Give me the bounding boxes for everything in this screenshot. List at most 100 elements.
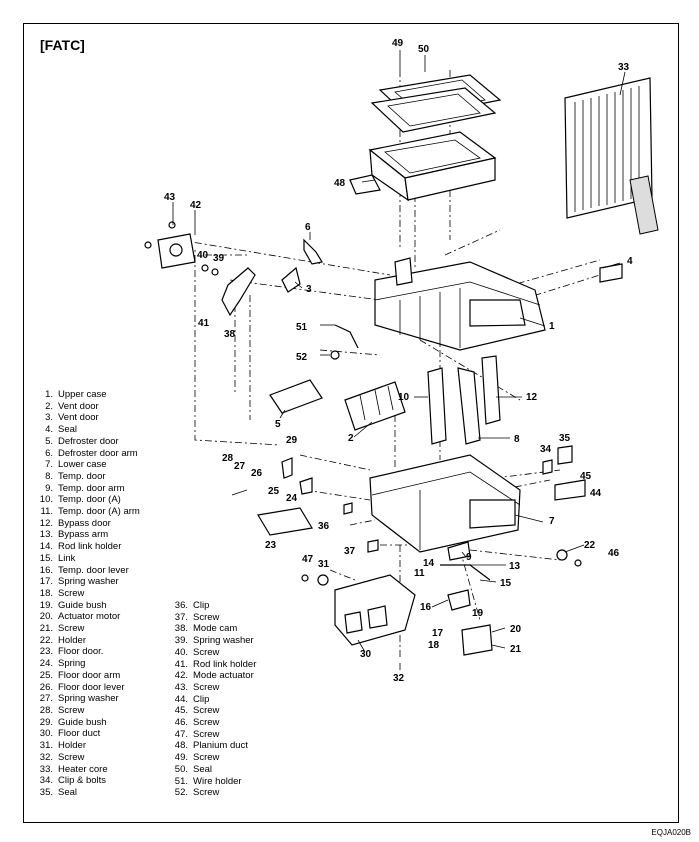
legend-item: 47.Screw [168, 729, 256, 741]
legend-number: 4. [45, 424, 53, 436]
legend-number: 9. [45, 482, 53, 494]
legend-label: Seal [58, 424, 78, 436]
legend-label: Rod link holder [193, 658, 257, 670]
legend-label: Planium duct [193, 740, 248, 752]
legend-number: 35. [39, 786, 53, 798]
legend-number: 30. [39, 728, 53, 740]
callout: 49 [392, 38, 404, 49]
legend-number: 48. [174, 740, 188, 752]
legend-number: 23. [39, 646, 53, 658]
legend-label: Heater core [58, 763, 108, 775]
legend-item: 26.Floor door lever [33, 682, 140, 694]
legend-label: Seal [193, 763, 213, 775]
legend-item: 3.Vent door [33, 412, 140, 424]
callout: 42 [190, 200, 202, 211]
legend-number: 14. [39, 541, 53, 553]
holder-31 [317, 574, 329, 586]
seal-35 [557, 445, 573, 465]
callout: 24 [286, 493, 298, 504]
legend-label: Seal [58, 786, 78, 798]
legend-label: Temp. door lever [58, 564, 129, 576]
clip-bolts [542, 459, 553, 475]
legend-item: 35. Seal [33, 787, 140, 799]
legend-item: 17.Spring washer [33, 576, 140, 588]
legend-number: 16. [39, 564, 53, 576]
legend-label: Temp. door [58, 470, 106, 482]
legend-item: 13.Bypass arm [33, 529, 140, 541]
legend-number: 12. [39, 517, 53, 529]
legend-label: Screw [193, 681, 220, 693]
callout: 16 [420, 602, 432, 613]
clip-36 [343, 502, 353, 515]
legend-item: 23.Floor door. [33, 646, 140, 658]
callout: 12 [526, 392, 538, 403]
defroster-door-arm [303, 238, 323, 265]
legend-item: 28.Screw [33, 705, 140, 717]
legend-item: 44.Clip [168, 694, 256, 706]
legend-item: 48. Planium duct [168, 740, 256, 752]
callout: 6 [305, 222, 311, 233]
legend-label: Vent door [58, 412, 99, 424]
actuator-motor [461, 624, 493, 656]
legend-label: Actuator motor [58, 611, 121, 623]
floor-door-lever [281, 457, 293, 479]
screw-40 [211, 268, 219, 276]
callout: 23 [265, 540, 277, 551]
legend-label: Holder [58, 634, 86, 646]
legend-label: Screw [193, 611, 220, 623]
callout: 34 [540, 444, 552, 455]
callout: 26 [251, 468, 263, 479]
legend-label: Mode cam [193, 623, 238, 635]
legend-item: 30.Floor duct [33, 728, 140, 740]
upper-case [374, 257, 546, 351]
legend-item: 45.Screw [168, 705, 256, 717]
legend-item: 33.Heater core [33, 764, 140, 776]
callout: 33 [618, 62, 630, 73]
legend-label: Guide bush [58, 716, 107, 728]
callout: 41 [198, 318, 210, 329]
callout: 11 [414, 568, 425, 579]
callout: 20 [510, 624, 522, 635]
callout: 4 [627, 256, 633, 267]
legend-label: Spring [58, 658, 86, 670]
legend-number: 7. [45, 459, 53, 471]
lower-case [369, 454, 521, 553]
legend-number: 18. [39, 587, 53, 599]
legend-number: 19. [39, 599, 53, 611]
callout: 47 [302, 554, 314, 565]
legend-item: 21.Screw [33, 623, 140, 635]
legend-label: Screw [193, 717, 220, 729]
legend-item: 6. Defroster door arm [33, 448, 140, 460]
legend-label: Defroster door arm [58, 447, 138, 459]
legend-item: 40.Screw [168, 647, 256, 659]
clip-44 [554, 479, 586, 501]
legend-label: Holder [58, 740, 86, 752]
legend-label: Link [58, 552, 76, 564]
callout: 9 [466, 552, 472, 563]
legend-number: 6. [45, 447, 53, 459]
legend-label: Vent door [58, 400, 99, 412]
floor-duct [334, 574, 416, 646]
legend-label: Temp. door (A) [58, 494, 121, 506]
legend-label: Screw [58, 623, 85, 635]
callout: 5 [275, 419, 281, 430]
defroster-door [269, 379, 323, 414]
legend-item: 31.Holder [33, 740, 140, 752]
legend-number: 36. [174, 600, 188, 611]
heater-core [564, 77, 659, 235]
legend-label: Screw [58, 751, 85, 763]
legend-label: Upper case [58, 389, 107, 400]
callouts: 1 2 3 4 5 6 7 8 9 10 11 12 13 14 15 16 1… [164, 38, 633, 684]
legend-label: Floor door lever [58, 681, 125, 693]
mode-actuator [144, 221, 196, 269]
legend-item: 8.Temp. door [33, 471, 140, 483]
legend-label: Mode actuator [193, 670, 254, 682]
spring-washer-39 [201, 264, 209, 272]
legend-item: 34.Clip & bolts [33, 775, 140, 787]
legend-item: 9.Temp. door arm [33, 483, 140, 495]
leader-lines [172, 50, 626, 670]
callout: 1 [549, 321, 555, 332]
legend-item: 19.Guide bush [33, 600, 140, 612]
legend-label: Screw [193, 787, 220, 799]
